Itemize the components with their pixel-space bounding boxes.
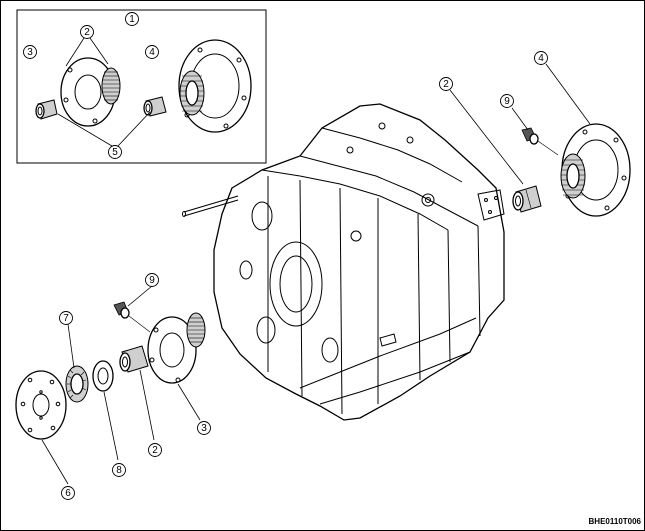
callout-label: 1 xyxy=(129,14,135,25)
left-bearing-housing xyxy=(147,312,206,384)
callout-left-3: 3 xyxy=(197,421,211,435)
inset-bushing-right xyxy=(143,96,167,117)
thrust-washer xyxy=(92,360,114,392)
callout-right-9: 9 xyxy=(500,94,514,108)
callout-inset-2: 2 xyxy=(80,25,94,39)
inset-frame xyxy=(16,9,267,164)
inset-bearing-housing xyxy=(60,57,121,127)
callout-label: 2 xyxy=(152,445,158,456)
needle-bearing xyxy=(65,365,89,403)
callout-left-6: 6 xyxy=(61,486,75,500)
right-bushing xyxy=(512,185,542,213)
callout-label: 7 xyxy=(63,313,69,324)
callout-label: 6 xyxy=(65,488,71,499)
right-plug xyxy=(521,127,559,156)
callout-label: 2 xyxy=(443,79,449,90)
rotary-engine-block xyxy=(182,103,505,421)
callout-left-2: 2 xyxy=(148,443,162,457)
thrust-plate xyxy=(15,370,67,440)
callout-label: 9 xyxy=(504,96,510,107)
inset-bushing-left xyxy=(35,99,58,120)
callout-label: 8 xyxy=(116,465,122,476)
callout-inset-4: 4 xyxy=(145,45,159,59)
callout-right-2: 2 xyxy=(439,77,453,91)
callout-inset-5: 5 xyxy=(108,145,122,159)
left-bushing xyxy=(119,345,149,373)
callout-left-9: 9 xyxy=(145,273,159,287)
inset-stationary-gear xyxy=(178,39,252,133)
callout-label: 2 xyxy=(84,27,90,38)
callout-label: 5 xyxy=(112,147,118,158)
right-stationary-gear xyxy=(560,123,631,217)
callout-inset-3: 3 xyxy=(23,45,37,59)
callout-label: 3 xyxy=(201,423,207,434)
callout-left-8: 8 xyxy=(112,463,126,477)
callout-inset-title: 1 xyxy=(125,12,139,26)
callout-label: 3 xyxy=(27,47,33,58)
inset-leaders xyxy=(57,37,151,147)
callout-left-7: 7 xyxy=(59,311,73,325)
left-plug xyxy=(113,301,151,333)
callout-label: 9 xyxy=(149,275,155,286)
figure-code: BHE0110T006 xyxy=(589,517,642,526)
leader-lines xyxy=(41,63,591,485)
callout-label: 4 xyxy=(149,47,155,58)
callout-label: 4 xyxy=(538,53,544,64)
callout-right-4: 4 xyxy=(534,51,548,65)
